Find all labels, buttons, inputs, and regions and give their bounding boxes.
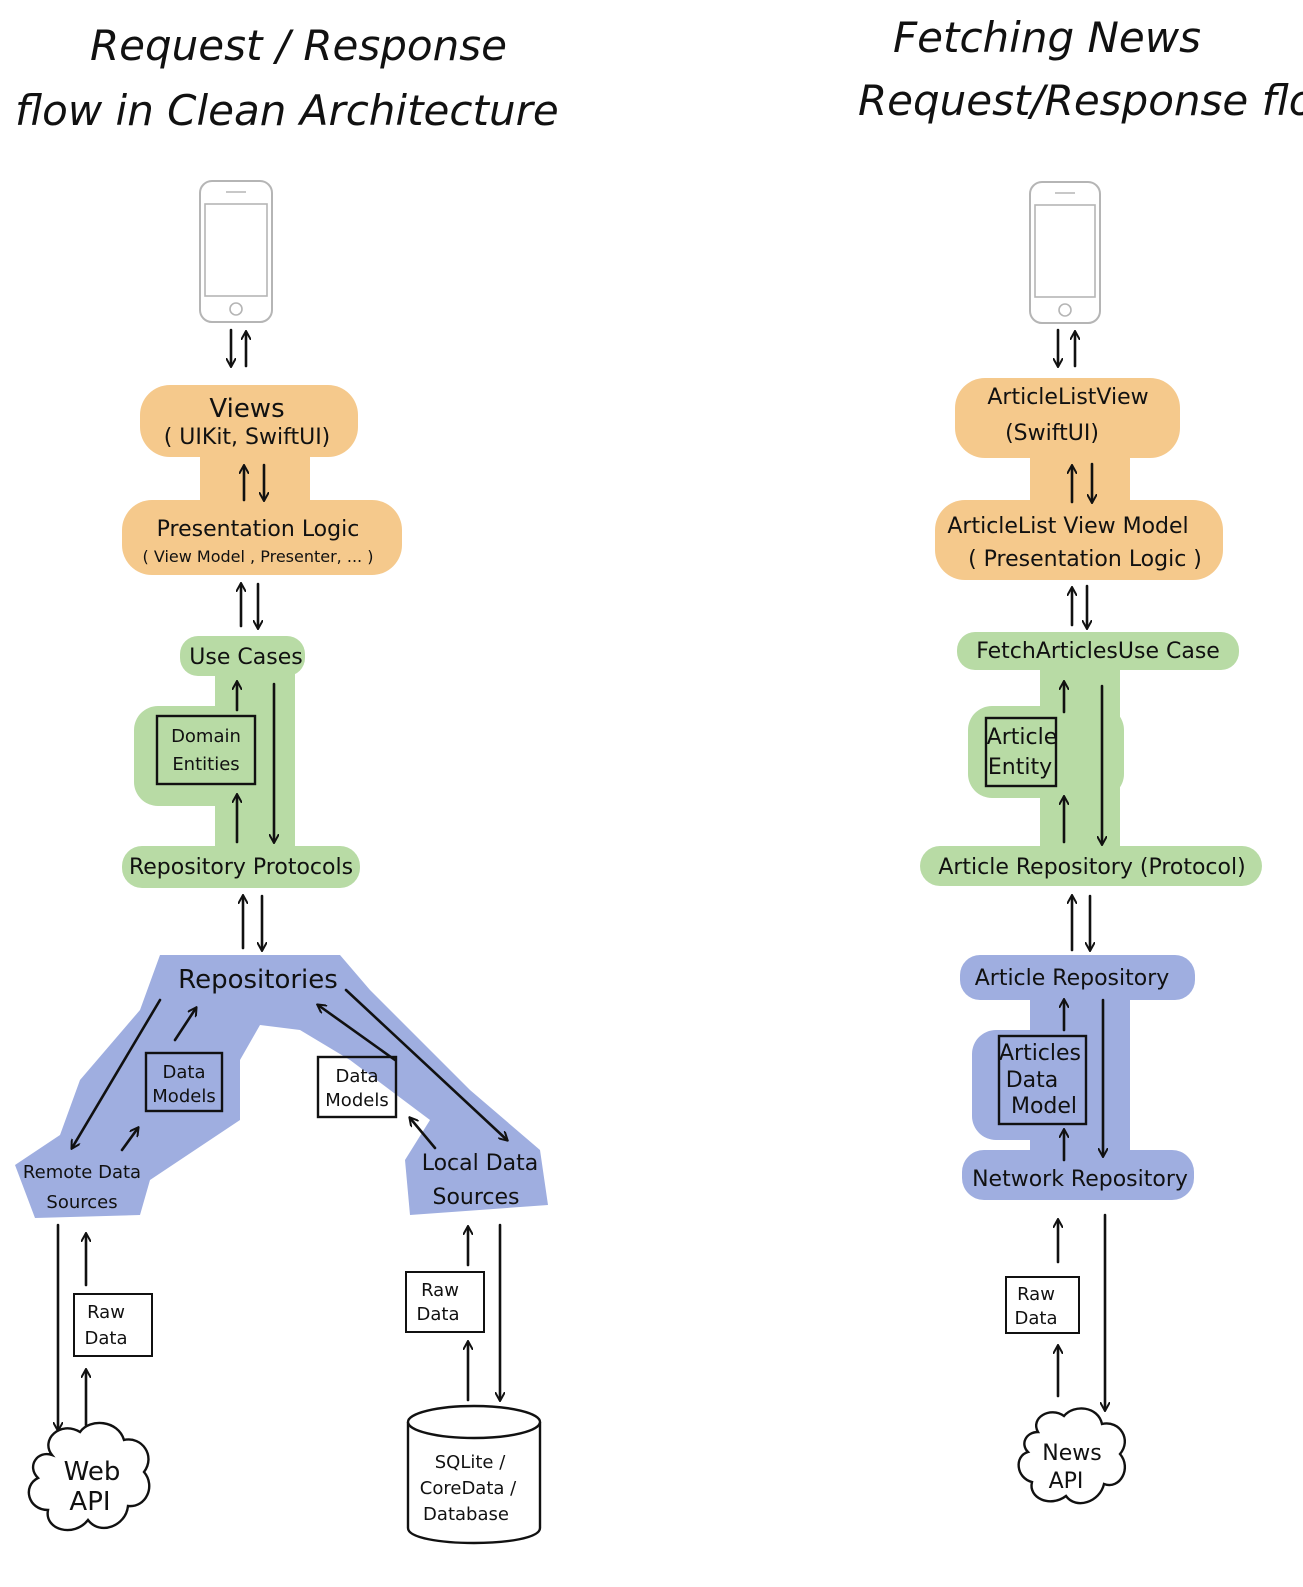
repo-protocol-label: Article Repository (Protocol) bbox=[938, 855, 1245, 880]
local-sources-line2: Sources bbox=[432, 1185, 519, 1210]
local-sources-line1: Local Data bbox=[422, 1151, 539, 1176]
local-raw-line1: Raw bbox=[421, 1280, 459, 1301]
web-api-line2: API bbox=[69, 1487, 110, 1517]
views-sub: ( UIKit, SwiftUI) bbox=[164, 425, 331, 450]
remote-data-models-line2: Models bbox=[152, 1086, 215, 1107]
db-line2: CoreData / bbox=[420, 1478, 517, 1499]
news-api-line2: API bbox=[1049, 1469, 1084, 1494]
local-data-models-line1: Data bbox=[336, 1066, 379, 1087]
raw-data-box bbox=[1005, 1276, 1080, 1334]
data-layer bbox=[960, 955, 1195, 1200]
presentation-layer bbox=[122, 385, 402, 575]
presentation-sub: ( View Model , Presenter, ... ) bbox=[143, 547, 374, 566]
remote-data-models-box bbox=[144, 1051, 224, 1113]
domain-layer bbox=[920, 632, 1262, 886]
db-line1: SQLite / bbox=[435, 1452, 506, 1473]
repo-protocols-label: Repository Protocols bbox=[129, 855, 353, 880]
web-api-line1: Web bbox=[64, 1457, 121, 1487]
articles-data-model-box bbox=[997, 1034, 1088, 1126]
views-label: Views bbox=[209, 394, 284, 424]
left-diagram: Request / Response flow in Clean Archite… bbox=[15, 21, 559, 1545]
arrow-up-left bbox=[318, 1005, 397, 1062]
arrow-up-right bbox=[173, 1008, 196, 1042]
local-data-models-box bbox=[316, 1055, 398, 1119]
raw-line1: Raw bbox=[1017, 1284, 1055, 1305]
phone-icon bbox=[1029, 181, 1101, 324]
arrow-up-left bbox=[410, 1118, 437, 1150]
right-title-line2: Request/Response flow bbox=[858, 76, 1303, 125]
network-label: Network Repository bbox=[972, 1167, 1188, 1192]
db-line3: Database bbox=[423, 1504, 509, 1525]
repo-label: Article Repository bbox=[975, 966, 1170, 991]
domain-entities-box bbox=[155, 714, 257, 786]
viewmodel-sub: ( Presentation Logic ) bbox=[968, 547, 1202, 572]
usecase-label: FetchArticlesUse Case bbox=[976, 639, 1220, 664]
left-title-line2: flow in Clean Architecture bbox=[15, 86, 559, 135]
usecases-label: Use Cases bbox=[189, 645, 302, 670]
arrow-down-right bbox=[344, 988, 507, 1140]
view-sub: (SwiftUI) bbox=[1005, 421, 1099, 446]
article-entity-box bbox=[984, 716, 1058, 788]
datamodel-line2: Data bbox=[1006, 1068, 1059, 1093]
local-raw-data-box bbox=[405, 1271, 485, 1333]
left-title-line1: Request / Response bbox=[90, 21, 507, 70]
datamodel-line3: Model bbox=[1011, 1094, 1077, 1119]
news-api-cloud-icon bbox=[1017, 1407, 1127, 1505]
local-data-models-line2: Models bbox=[325, 1090, 388, 1111]
entity-line2: Entity bbox=[988, 755, 1052, 780]
viewmodel-label: ArticleList View Model bbox=[947, 514, 1188, 539]
datamodel-line1: Articles bbox=[999, 1041, 1081, 1066]
view-label: ArticleListView bbox=[987, 385, 1148, 410]
raw-line2: Data bbox=[1015, 1308, 1058, 1329]
local-raw-line2: Data bbox=[417, 1304, 460, 1325]
presentation-layer bbox=[935, 378, 1223, 580]
remote-raw-data-box bbox=[73, 1293, 153, 1357]
repositories-label: Repositories bbox=[178, 965, 338, 995]
right-diagram: Fetching News Request/Response flow Arti… bbox=[858, 13, 1303, 1505]
domain-layer bbox=[122, 636, 360, 888]
remote-raw-line2: Data bbox=[85, 1328, 128, 1349]
arrow-up-right bbox=[120, 1128, 138, 1152]
arrow-down-left bbox=[72, 998, 162, 1148]
remote-sources-line2: Sources bbox=[46, 1192, 117, 1213]
presentation-label: Presentation Logic bbox=[157, 517, 360, 542]
database-icon bbox=[406, 1404, 542, 1545]
remote-data-models-line1: Data bbox=[163, 1062, 206, 1083]
remote-raw-line1: Raw bbox=[87, 1302, 125, 1323]
web-api-cloud-icon bbox=[27, 1421, 151, 1532]
news-api-line1: News bbox=[1042, 1441, 1101, 1466]
domain-entities-line1: Domain bbox=[171, 726, 241, 747]
entity-line1: Article bbox=[987, 725, 1058, 750]
right-title-line1: Fetching News bbox=[893, 13, 1201, 62]
phone-icon bbox=[199, 180, 273, 323]
remote-sources-line1: Remote Data bbox=[23, 1162, 141, 1183]
domain-entities-line2: Entities bbox=[172, 754, 239, 775]
